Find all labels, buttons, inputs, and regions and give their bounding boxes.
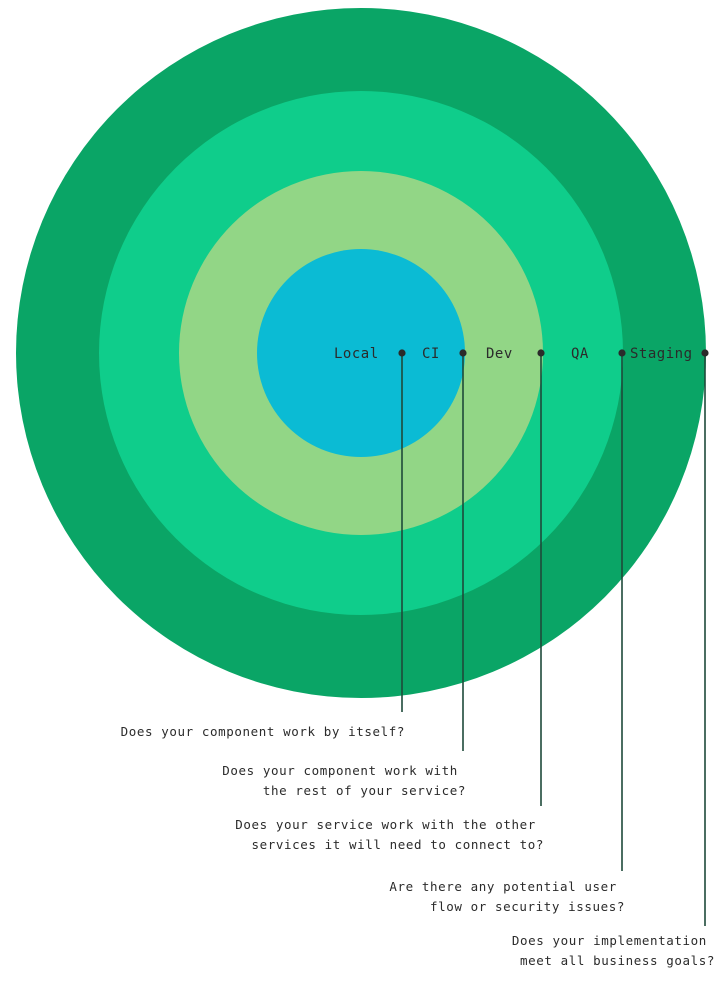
question-dev-line-2: services it will need to connect to?: [251, 837, 544, 852]
marker-dot-local: [398, 349, 406, 357]
question-dev: Does your service work with the other se…: [235, 817, 544, 852]
question-local-line-1: Does your component work by itself?: [121, 724, 405, 739]
ring-label-staging: Staging: [630, 346, 693, 362]
marker-dot-ci: [459, 349, 467, 357]
ring-label-qa: QA: [571, 346, 589, 362]
question-qa: Are there any potential user flow or sec…: [389, 879, 625, 914]
ring-label-ci: CI: [422, 346, 440, 362]
question-qa-line-1: Are there any potential user: [389, 879, 617, 894]
question-qa-line-2: flow or security issues?: [430, 899, 625, 914]
ring-label-local: Local: [334, 346, 379, 362]
local-ci-ring: [257, 249, 465, 457]
marker-dot-dev: [537, 349, 545, 357]
ring-label-dev: Dev: [486, 346, 513, 362]
question-staging-line-1: Does your implementation: [512, 933, 707, 948]
question-ci-line-1: Does your component work with: [222, 763, 458, 778]
marker-dot-staging: [701, 349, 709, 357]
question-staging-line-2: meet all business goals?: [520, 953, 715, 968]
question-local: Does your component work by itself?: [121, 724, 405, 739]
question-dev-line-1: Does your service work with the other: [235, 817, 536, 832]
marker-dot-qa: [618, 349, 626, 357]
question-ci-line-2: the rest of your service?: [263, 783, 466, 798]
question-staging: Does your implementation meet all busine…: [512, 933, 715, 968]
question-ci: Does your component work with the rest o…: [222, 763, 466, 798]
